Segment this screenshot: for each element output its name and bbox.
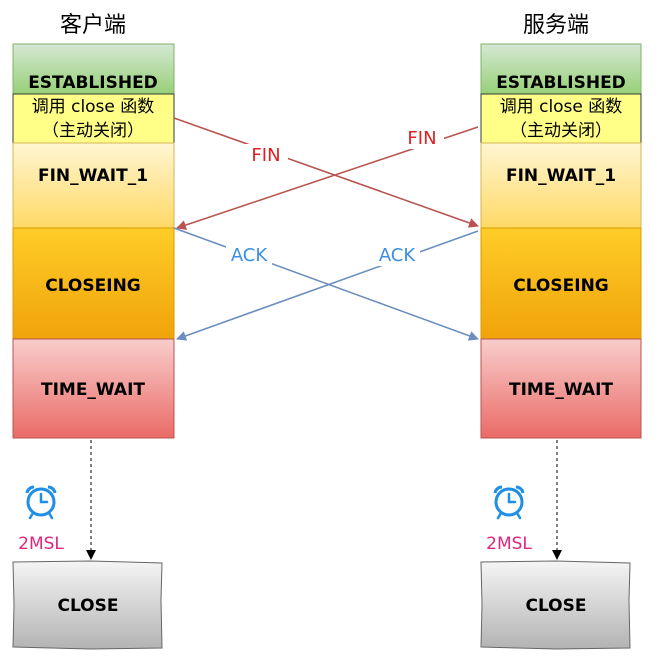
fin-label-bg-right — [400, 127, 444, 149]
fin-arrow-client-to-server — [173, 117, 479, 228]
alarm-clock-icon — [25, 485, 57, 520]
server-call-close-line2: （主动关闭） — [510, 121, 612, 141]
server-established-label: ESTABLISHED — [496, 73, 626, 93]
client-close-box — [12, 560, 163, 650]
fin-label-client-to-server: FIN — [251, 145, 280, 166]
server-column: ESTABLISHED 调用 close 函数 （主动关闭） FIN_WAIT_… — [480, 43, 642, 650]
server-fin-wait-1-box — [480, 142, 642, 229]
ack-arrow-client-to-server — [173, 227, 479, 341]
server-time-wait-box — [480, 338, 642, 439]
client-closing-box — [12, 227, 175, 340]
client-closing-label: CLOSEING — [45, 276, 141, 296]
server-fin-wait-1-label: FIN_WAIT_1 — [506, 166, 616, 186]
client-time-wait-label: TIME_WAIT — [41, 380, 145, 400]
ack-label-server-to-client: ACK — [379, 245, 417, 266]
server-title: 服务端 — [523, 13, 589, 38]
client-time-wait-box — [12, 338, 175, 439]
fin-label-server-to-client: FIN — [407, 128, 436, 149]
client-timer-label: 2MSL — [18, 534, 64, 554]
server-close-label: CLOSE — [525, 596, 586, 616]
server-call-close-line1: 调用 close 函数 — [500, 97, 623, 117]
client-call-close-line2: （主动关闭） — [42, 121, 144, 141]
server-closing-label: CLOSEING — [513, 276, 609, 296]
alarm-clock-icon — [493, 485, 525, 520]
client-fin-wait-1-label: FIN_WAIT_1 — [38, 166, 148, 186]
server-timer-label: 2MSL — [486, 534, 532, 554]
server-time-wait-label: TIME_WAIT — [509, 380, 613, 400]
ack-label-bg-left — [226, 244, 272, 266]
fin-label-bg-left — [244, 144, 288, 166]
client-fin-wait-1-box — [12, 142, 175, 229]
client-column: ESTABLISHED 调用 close 函数 （主动关闭） FIN_WAIT_… — [12, 43, 175, 650]
message-arrows: FIN FIN ACK ACK — [173, 117, 479, 341]
server-established-box — [480, 43, 642, 95]
server-close-box — [480, 560, 631, 650]
ack-label-client-to-server: ACK — [231, 245, 269, 266]
client-title: 客户端 — [60, 13, 126, 38]
client-established-label: ESTABLISHED — [28, 73, 158, 93]
client-call-close-box — [12, 93, 175, 144]
client-close-label: CLOSE — [57, 596, 118, 616]
ack-label-bg-right — [374, 244, 420, 266]
client-call-close-line1: 调用 close 函数 — [32, 97, 155, 117]
server-call-close-box — [480, 93, 642, 144]
ack-arrow-server-to-client — [176, 230, 479, 341]
client-established-box — [12, 43, 175, 95]
